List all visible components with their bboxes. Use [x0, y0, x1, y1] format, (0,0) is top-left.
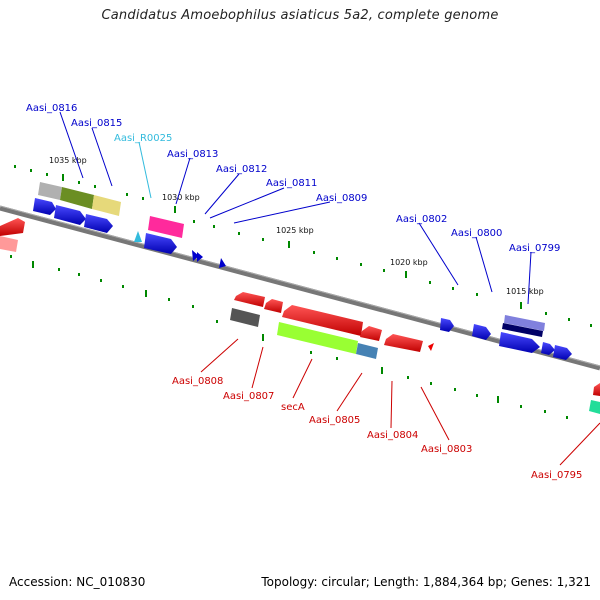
gene-label-aasi-0805[interactable]: Aasi_0805 — [309, 415, 360, 426]
gene-arrow-red[interactable] — [264, 299, 283, 313]
gene-label-aasi-0804[interactable]: Aasi_0804 — [367, 430, 418, 441]
gene-block-lime[interactable] — [277, 322, 358, 354]
gene-label-aasi-0811[interactable]: Aasi_0811 — [266, 178, 317, 189]
gene-arrow-blue[interactable] — [499, 332, 540, 353]
scale-label-1025: 1025 kbp — [276, 226, 314, 235]
gene-arrow-blue[interactable] — [144, 233, 177, 254]
gene-label-aasi-0812[interactable]: Aasi_0812 — [216, 164, 267, 175]
topology-text: Topology: circular; Length: 1,884,364 bp… — [261, 575, 591, 589]
gene-label-aasi-0815[interactable]: Aasi_0815 — [71, 118, 122, 129]
gene-label-aasi-0803[interactable]: Aasi_0803 — [421, 444, 472, 455]
reverse-leader-lines — [200, 338, 600, 466]
gene-arrow-red[interactable] — [384, 334, 423, 352]
gene-arrow-red[interactable] — [0, 218, 25, 236]
gene-label-aasi-0813[interactable]: Aasi_0813 — [167, 149, 218, 160]
gene-label-aasi-0799[interactable]: Aasi_0799 — [509, 243, 560, 254]
gene-arrow-blue-small[interactable] — [219, 258, 226, 268]
gene-label-aasi-0807[interactable]: Aasi_0807 — [223, 391, 274, 402]
gene-arrow-red[interactable] — [234, 292, 265, 307]
forward-leader-lines — [59, 111, 532, 305]
gene-arrow-red-small[interactable] — [428, 343, 434, 351]
gene-label-seca[interactable]: secA — [281, 402, 305, 413]
gene-label-aasi-0809[interactable]: Aasi_0809 — [316, 193, 367, 204]
gene-block-green[interactable] — [589, 400, 600, 414]
scale-label-1020: 1020 kbp — [390, 258, 428, 267]
gene-block-lavender[interactable] — [504, 315, 545, 331]
gene-label-aasi-r0025[interactable]: Aasi_R0025 — [114, 133, 172, 144]
gene-block-steelblue[interactable] — [356, 343, 378, 359]
gene-arrow-blue[interactable] — [440, 318, 454, 332]
gene-arrow-blue[interactable] — [541, 342, 555, 355]
accession-text: Accession: NC_010830 — [9, 575, 146, 589]
gene-arrow-blue-small[interactable] — [197, 252, 203, 262]
scale-label-1030: 1030 kbp — [162, 193, 200, 202]
gene-block-magenta[interactable] — [148, 216, 184, 238]
gene-arrow-blue[interactable] — [553, 345, 572, 360]
gene-arrow-blue[interactable] — [54, 205, 86, 225]
gene-block-khaki[interactable] — [92, 195, 121, 216]
inner-scale-ticks — [10, 255, 568, 419]
gene-arrow-blue[interactable] — [472, 324, 491, 340]
gene-arrow-blue[interactable] — [84, 214, 113, 233]
gene-block-pink[interactable] — [0, 236, 18, 252]
forward-features — [33, 182, 572, 360]
gene-arrow-blue[interactable] — [33, 198, 56, 215]
outer-scale-ticks — [14, 165, 592, 327]
scale-label-1035: 1035 kbp — [49, 156, 87, 165]
scale-label-1015: 1015 kbp — [506, 287, 544, 296]
gene-label-aasi-0800[interactable]: Aasi_0800 — [451, 228, 502, 239]
gene-arrow-red[interactable] — [282, 305, 363, 336]
gene-arrow-red[interactable] — [360, 326, 382, 341]
reverse-features — [0, 218, 600, 414]
map-title: Candidatus Amoebophilus asiaticus 5a2, c… — [101, 8, 499, 23]
gene-block-gray[interactable] — [38, 182, 62, 200]
gene-block-navy[interactable] — [502, 323, 543, 337]
gene-arrow-blue-small[interactable] — [192, 250, 199, 261]
gene-label-aasi-0808[interactable]: Aasi_0808 — [172, 376, 223, 387]
gene-label-aasi-0816[interactable]: Aasi_0816 — [26, 103, 77, 114]
gene-block-olive[interactable] — [60, 187, 94, 209]
gene-label-aasi-0795[interactable]: Aasi_0795 — [531, 470, 582, 481]
gene-block-darkgray[interactable] — [230, 308, 260, 327]
gene-arrow-red[interactable] — [593, 383, 600, 396]
gene-label-aasi-0802[interactable]: Aasi_0802 — [396, 214, 447, 225]
rna-marker-cyan[interactable] — [134, 231, 142, 242]
